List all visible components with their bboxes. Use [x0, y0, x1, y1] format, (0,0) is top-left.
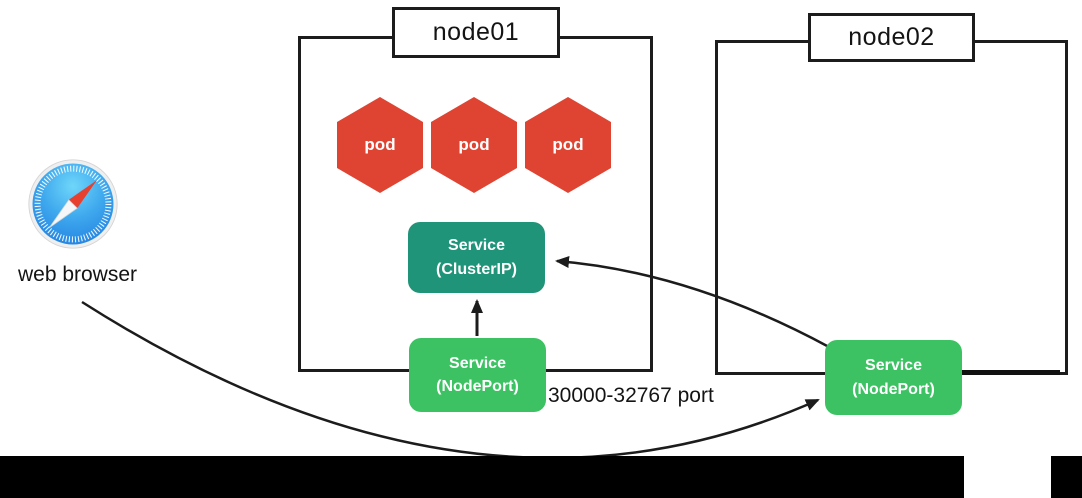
node02-box	[715, 40, 1068, 375]
service-nodeport-node02-box: Service (NodePort)	[825, 340, 962, 415]
node02-bottom-edge-segment	[958, 370, 1060, 375]
bottom-black-bar	[0, 456, 964, 498]
node01-title: node01	[392, 7, 560, 58]
service-clusterip-box: Service (ClusterIP)	[408, 222, 545, 293]
service-nodeport-node01-line1: Service	[449, 354, 506, 372]
web-browser-label: web browser	[17, 263, 138, 286]
service-clusterip-line1: Service	[448, 237, 505, 255]
port-range-label: 30000-32767 port	[548, 384, 714, 407]
service-clusterip-line2: (ClusterIP)	[436, 260, 517, 278]
safari-compass-icon	[28, 159, 118, 249]
service-nodeport-node01-box: Service (NodePort)	[409, 338, 546, 412]
bottom-right-black-block	[1051, 456, 1082, 498]
node01-box	[298, 36, 653, 372]
service-nodeport-node02-line2: (NodePort)	[852, 380, 935, 398]
service-nodeport-node01-line2: (NodePort)	[436, 378, 519, 395]
service-nodeport-node02-line1: Service	[865, 357, 922, 375]
node02-title: node02	[808, 13, 975, 62]
